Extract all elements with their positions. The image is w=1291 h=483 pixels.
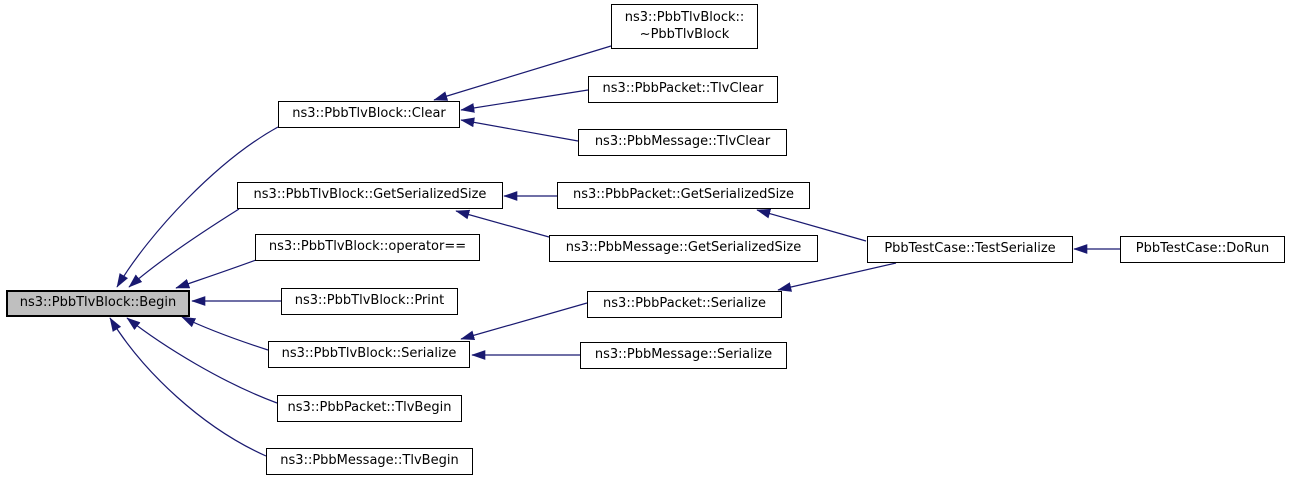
edge-testserialize-to-packet-getserializedsize <box>756 208 867 242</box>
edge-clear-to-begin <box>116 126 279 288</box>
node-ns3-pbbpacket-tlvclear[interactable]: ns3::PbbPacket::TlvClear <box>588 76 778 103</box>
edge-operator-eq-to-begin <box>175 259 257 289</box>
node-ns3-pbbmessage-tlvbegin[interactable]: ns3::PbbMessage::TlvBegin <box>266 448 473 475</box>
node-ns3-pbbtlvblock-destructor[interactable]: ns3::PbbTlvBlock:: ~PbbTlvBlock <box>611 4 758 49</box>
node-ns3-pbbpacket-serialize[interactable]: ns3::PbbPacket::Serialize <box>587 291 782 318</box>
node-ns3-pbbtlvblock-operator-eq[interactable]: ns3::PbbTlvBlock::operator== <box>255 234 480 261</box>
edge-getserializedsize-to-begin <box>128 208 240 288</box>
edge-packet-serialize-to-serialize <box>460 302 588 341</box>
edge-message-tlvbegin-to-begin <box>109 317 267 457</box>
node-ns3-pbbpacket-getserializedsize[interactable]: ns3::PbbPacket::GetSerializedSize <box>557 182 810 209</box>
node-ns3-pbbmessage-tlvclear[interactable]: ns3::PbbMessage::TlvClear <box>578 129 787 156</box>
node-ns3-pbbmessage-serialize[interactable]: ns3::PbbMessage::Serialize <box>580 342 787 369</box>
node-ns3-pbbtlvblock-begin: ns3::PbbTlvBlock::Begin <box>6 290 190 317</box>
node-ns3-pbbtlvblock-print[interactable]: ns3::PbbTlvBlock::Print <box>281 288 458 315</box>
edge-testserialize-to-packet-serialize <box>777 262 897 292</box>
node-ns3-pbbtlvblock-serialize[interactable]: ns3::PbbTlvBlock::Serialize <box>268 341 470 368</box>
edge-packet-tlvbegin-to-begin <box>126 317 278 404</box>
edge-serialize-to-begin <box>181 316 269 351</box>
node-ns3-pbbpacket-tlvbegin[interactable]: ns3::PbbPacket::TlvBegin <box>277 395 462 422</box>
node-pbbtestcase-dorun[interactable]: PbbTestCase::DoRun <box>1120 236 1285 263</box>
node-ns3-pbbtlvblock-clear[interactable]: ns3::PbbTlvBlock::Clear <box>278 101 460 128</box>
edge-dtor-to-clear <box>433 45 612 101</box>
node-ns3-pbbtlvblock-getserializedsize[interactable]: ns3::PbbTlvBlock::GetSerializedSize <box>237 182 503 209</box>
node-ns3-pbbmessage-getserializedsize[interactable]: ns3::PbbMessage::GetSerializedSize <box>549 235 818 262</box>
edge-message-getserializedsize-to-getserializedsize <box>455 209 550 238</box>
edge-message-tlvclear-to-clear <box>460 117 579 142</box>
edge-packet-tlvclear-to-clear <box>460 89 589 113</box>
node-pbbtestcase-testserialize[interactable]: PbbTestCase::TestSerialize <box>867 236 1073 263</box>
